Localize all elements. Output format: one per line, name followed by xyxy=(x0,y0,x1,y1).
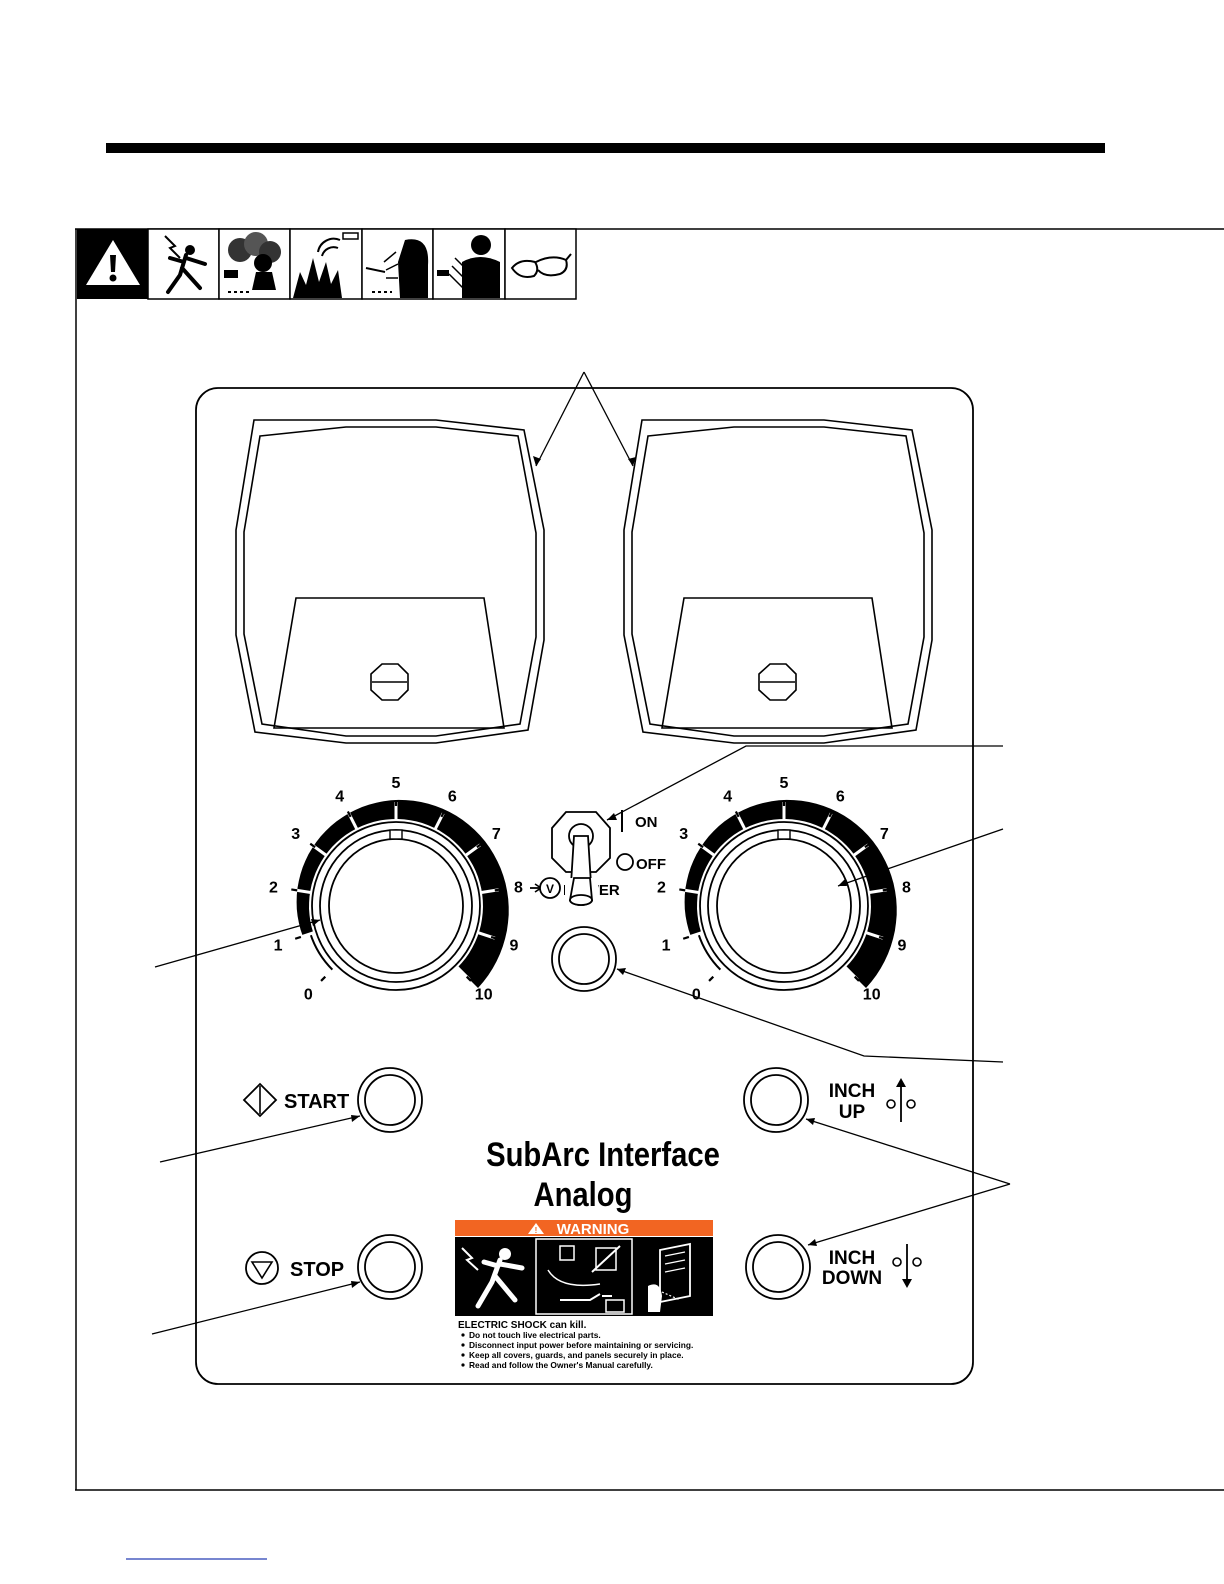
warning-header-text: WARNING xyxy=(557,1221,630,1238)
start-icon xyxy=(242,1082,278,1118)
manual-pictogram xyxy=(648,1242,691,1312)
left-dial-label-8: 8 xyxy=(514,880,523,897)
warning-bullet-dot xyxy=(461,1343,465,1347)
safety-icon-strip xyxy=(77,228,577,300)
left-dial-scale-lead xyxy=(309,933,334,971)
right-dial-label-4: 4 xyxy=(723,789,732,806)
left-dial-knob-pointer xyxy=(389,829,403,840)
left-dial-label-2: 2 xyxy=(269,880,278,897)
warning-bullets: Do not touch live electrical parts.Disco… xyxy=(461,1330,693,1370)
start-button[interactable] xyxy=(357,1067,423,1133)
inch-down-label-line2: DOWN xyxy=(822,1268,882,1289)
panel-title-line2: Analog xyxy=(533,1175,632,1214)
warning-bullet-dot xyxy=(461,1333,465,1337)
left-meter-window xyxy=(235,419,545,744)
left-dial-label-1: 1 xyxy=(274,937,283,954)
right-dial-knob-pointer xyxy=(777,829,791,840)
right-dial-knob-cap[interactable] xyxy=(716,838,852,974)
right-dial-label-3: 3 xyxy=(679,826,688,843)
right-dial-label-6: 6 xyxy=(836,789,845,806)
right-control-dial[interactable]: 0 1 2 3 4 5 6 7 8 9 10 xyxy=(657,775,911,1004)
warning-bullet-text: Disconnect input power before maintainin… xyxy=(469,1340,693,1350)
voltmeter-icon: V xyxy=(530,877,561,899)
left-dial-label-10: 10 xyxy=(475,987,493,1004)
warning-header-bar xyxy=(455,1220,713,1236)
stop-icon xyxy=(245,1251,279,1285)
inch-down-icon xyxy=(892,1244,922,1288)
left-control-dial[interactable]: 0 1 2 3 4 5 6 7 8 9 10 xyxy=(269,775,523,1004)
inch-up-button[interactable] xyxy=(743,1067,809,1133)
svg-text:!: ! xyxy=(535,1226,538,1235)
right-dial-label-9: 9 xyxy=(897,937,906,954)
stop-button[interactable] xyxy=(357,1234,423,1300)
shock-pictogram xyxy=(461,1247,525,1309)
warning-bullet-text: Do not touch live electrical parts. xyxy=(469,1330,601,1340)
right-dial-label-7: 7 xyxy=(880,826,889,843)
warning-bullet-dot xyxy=(461,1353,465,1357)
indicator-light xyxy=(551,926,617,992)
voltmeter-symbol: V xyxy=(546,882,554,896)
right-dial-scale-lead xyxy=(697,933,722,971)
inch-up-label-line2: UP xyxy=(839,1102,866,1123)
right-dial-label-0: 0 xyxy=(692,987,701,1004)
start-label: START xyxy=(284,1091,349,1113)
left-dial-label-4: 4 xyxy=(335,789,344,806)
left-dial-label-5: 5 xyxy=(392,775,401,792)
disconnect-pictogram xyxy=(547,1245,625,1313)
left-dial-label-0: 0 xyxy=(304,987,313,1004)
right-meter-window xyxy=(623,419,933,744)
inch-down-label-line1: INCH xyxy=(829,1248,875,1269)
right-dial-label-2: 2 xyxy=(657,880,666,897)
left-dial-label-7: 7 xyxy=(492,826,501,843)
left-dial-label-3: 3 xyxy=(291,826,300,843)
inch-up-label-line1: INCH xyxy=(829,1081,875,1102)
on-label: ON xyxy=(635,814,658,831)
off-label: OFF xyxy=(636,856,666,873)
left-dial-label-6: 6 xyxy=(448,789,457,806)
warning-bullet-text: Read and follow the Owner's Manual caref… xyxy=(469,1360,653,1370)
warning-bullet-text: Keep all covers, guards, and panels secu… xyxy=(469,1350,684,1360)
warning-title: ELECTRIC SHOCK can kill. xyxy=(458,1320,587,1331)
right-dial-label-5: 5 xyxy=(780,775,789,792)
left-dial-scale-band xyxy=(296,799,509,988)
left-dial-knob-cap[interactable] xyxy=(328,838,464,974)
callout-lines xyxy=(151,371,1011,1335)
left-dial-label-9: 9 xyxy=(509,937,518,954)
callout-arrowheads xyxy=(311,456,847,1288)
stop-label: STOP xyxy=(290,1259,344,1281)
warning-header-icon xyxy=(528,1223,544,1234)
warning-label: ! WARNING ELECTRIC SHOCK can kill. Do no… xyxy=(455,1220,713,1370)
header-rule xyxy=(106,143,1105,153)
right-dial-label-1: 1 xyxy=(662,937,671,954)
warning-bullet-dot xyxy=(461,1363,465,1367)
panel-title-line1: SubArc Interface xyxy=(486,1135,720,1174)
inch-down-button[interactable] xyxy=(745,1234,811,1300)
inch-up-icon xyxy=(886,1078,916,1122)
right-dial-label-8: 8 xyxy=(902,880,911,897)
off-symbol xyxy=(616,853,634,871)
right-dial-scale-band xyxy=(684,799,897,988)
right-dial-label-10: 10 xyxy=(863,987,881,1004)
